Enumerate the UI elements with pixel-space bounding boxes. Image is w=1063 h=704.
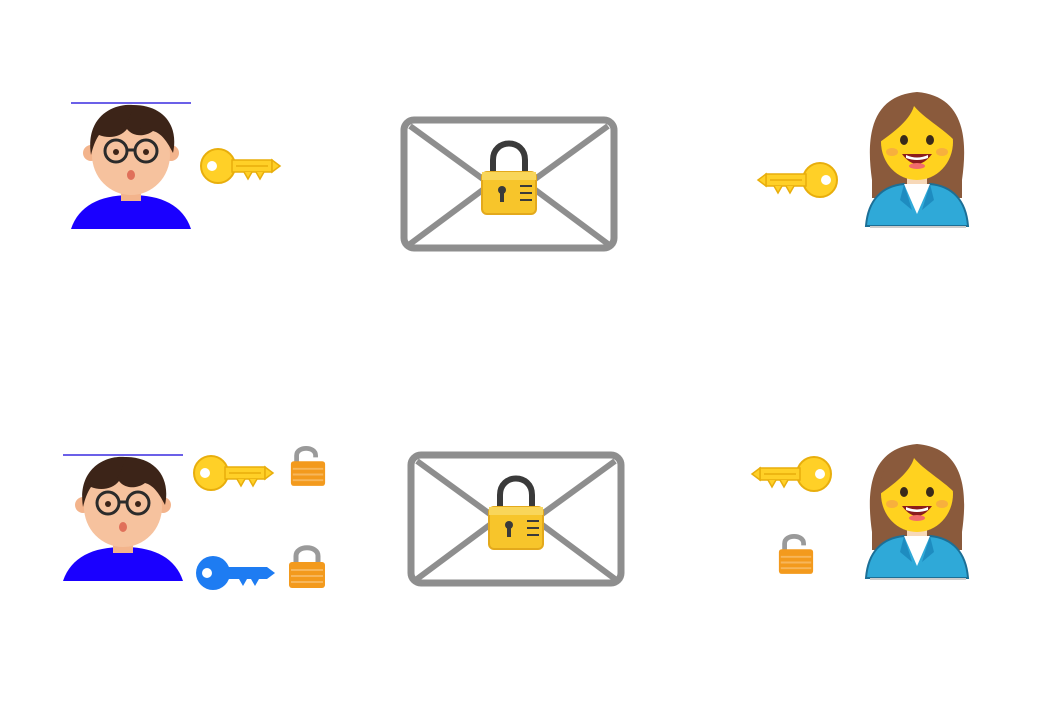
sender-man-icon (69, 101, 193, 231)
open-padlock-icon (289, 442, 327, 488)
locked-envelope-icon (400, 116, 618, 252)
open-padlock-icon (777, 530, 815, 576)
receiver-woman-icon (862, 88, 972, 228)
sender-man-icon (61, 453, 185, 583)
gold-key-icon (756, 159, 840, 201)
blue-key-icon (193, 552, 277, 594)
gold-key-icon (198, 145, 282, 187)
locked-envelope-icon (407, 451, 625, 587)
gold-key-icon (750, 453, 834, 495)
receiver-woman-icon (862, 440, 972, 580)
closed-padlock-icon (287, 542, 327, 590)
gold-key-icon (191, 452, 275, 494)
